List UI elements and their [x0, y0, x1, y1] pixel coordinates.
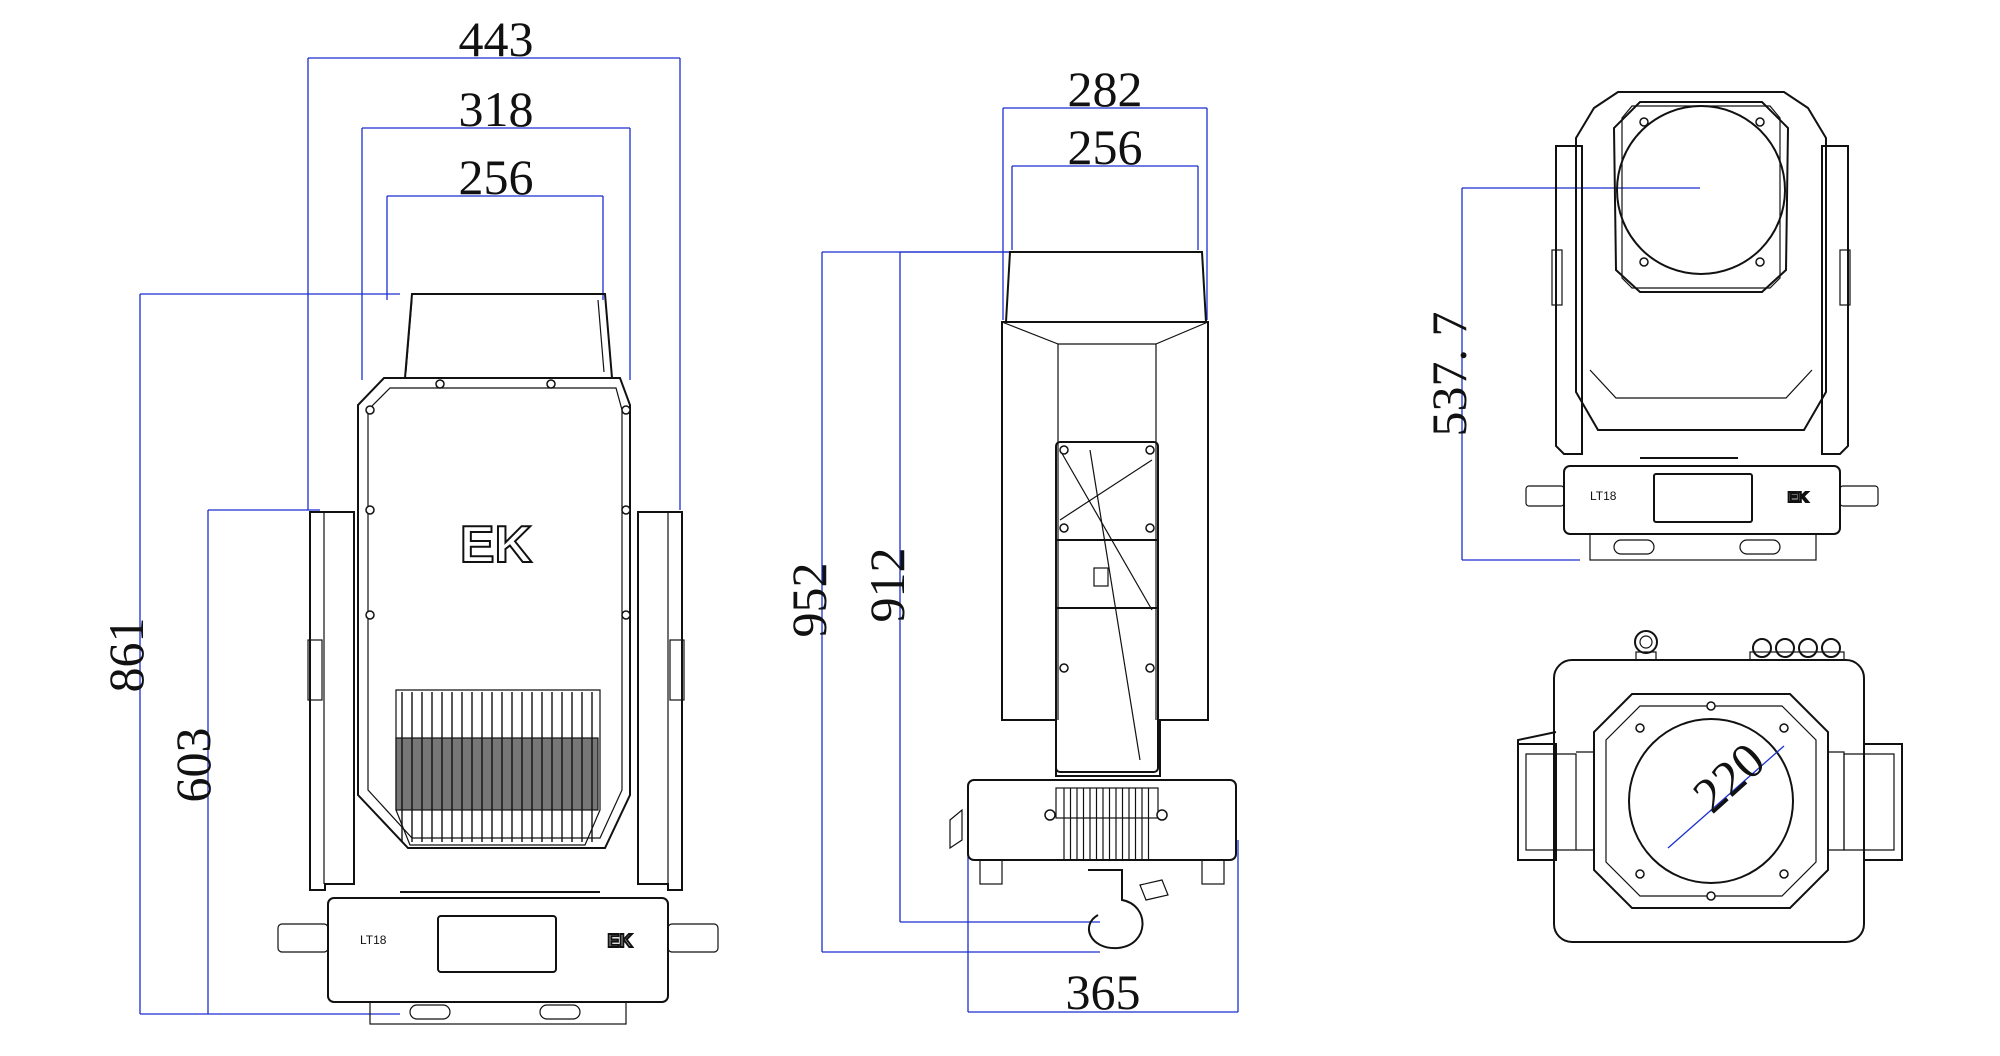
top-base-brand-logo: EK: [1788, 489, 1809, 506]
dim-side-width-inner: 256: [1068, 119, 1143, 175]
dim-side-width-outer: 282: [1068, 61, 1143, 117]
dim-side-height-total: 952: [781, 563, 837, 638]
top-base: LT18 EK: [1525, 457, 1879, 561]
dim-front-width-mid: 318: [459, 81, 534, 137]
front-dimension-lines: [139, 57, 681, 1015]
dim-front-height-base: 603: [165, 728, 221, 803]
bottom-connectors: [1634, 630, 1845, 661]
front-model-label: LT18: [360, 933, 387, 947]
top-yoke: [1551, 145, 1851, 455]
dim-lens-diameter: 220: [1682, 731, 1775, 823]
dim-front-width-head: 256: [459, 149, 534, 205]
bottom-body: 220: [1553, 659, 1865, 943]
bottom-view: 220: [1517, 630, 1903, 943]
side-view: 282 256 952 912 365: [781, 61, 1239, 1020]
top-view: 537. 7 LT18 EK: [1421, 91, 1879, 561]
front-brand-logo: EK: [460, 516, 533, 574]
front-base: LT18 EK: [277, 891, 719, 1025]
dim-front-height-total: 861: [98, 618, 154, 693]
dim-side-height-inner: 912: [859, 548, 915, 623]
front-view: 443 318 256 861 603 EK: [98, 11, 719, 1025]
front-base-brand-logo: EK: [607, 931, 632, 951]
dim-top-height: 537. 7: [1421, 312, 1477, 437]
front-head: EK: [357, 293, 631, 849]
dim-side-base-width: 365: [1066, 964, 1141, 1020]
side-base: [949, 779, 1237, 950]
dim-front-width-outer: 443: [459, 11, 534, 67]
top-model-label: LT18: [1590, 489, 1617, 503]
bottom-handles: [1517, 731, 1903, 861]
front-yoke: [307, 511, 685, 891]
side-head: [1001, 251, 1209, 777]
front-heatsink: [395, 689, 601, 846]
side-dimension-lines: [821, 107, 1239, 1013]
top-head: [1575, 91, 1827, 431]
